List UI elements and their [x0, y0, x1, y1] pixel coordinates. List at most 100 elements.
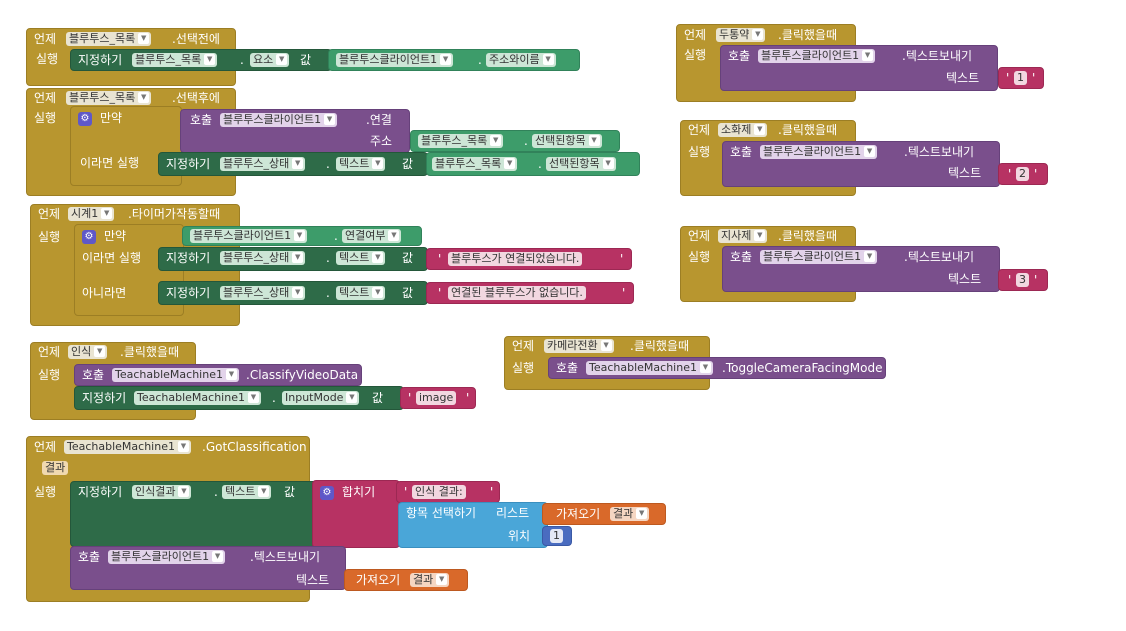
triangle-down-icon: ▼ — [292, 158, 304, 169]
triangle-down-icon: ▼ — [504, 158, 516, 169]
component-dropdown[interactable]: 소화제▼ — [718, 123, 768, 137]
component-dropdown[interactable]: 블루투스클라이언트1▼ — [336, 53, 454, 67]
event-name: .클릭했을때 — [630, 339, 690, 353]
component-dropdown[interactable]: 인식결과▼ — [132, 485, 192, 499]
then-keyword: 이라면 실행 — [82, 251, 142, 265]
call-keyword: 호출 — [730, 250, 753, 264]
dot-label: . — [326, 286, 330, 300]
component-dropdown[interactable]: 두통약▼ — [716, 28, 766, 42]
property-dropdown[interactable]: 연결여부▼ — [342, 229, 402, 243]
to-keyword: 값 — [402, 157, 414, 171]
triangle-down-icon: ▼ — [292, 252, 304, 263]
property-dropdown[interactable]: 텍스트▼ — [336, 157, 386, 171]
component-dropdown[interactable]: 블루투스클라이언트1▼ — [760, 250, 878, 264]
property-dropdown[interactable]: 텍스트▼ — [336, 251, 386, 265]
dot-label: . — [538, 157, 542, 171]
when-keyword: 언제 — [34, 91, 57, 105]
property-dropdown[interactable]: 요소▼ — [250, 53, 290, 67]
component-dropdown[interactable]: 카메라전환▼ — [544, 339, 614, 353]
property-dropdown[interactable]: InputMode▼ — [282, 391, 360, 405]
property-dropdown[interactable]: 선택된항목▼ — [532, 134, 602, 148]
component-dropdown[interactable]: 인식▼ — [68, 345, 108, 359]
property-dropdown[interactable]: 텍스트▼ — [336, 286, 386, 300]
property-dropdown[interactable]: 텍스트▼ — [222, 485, 272, 499]
component-dropdown[interactable]: 블루투스_목록▼ — [66, 32, 152, 46]
component-dropdown[interactable]: 지사제▼ — [718, 229, 768, 243]
gear-icon[interactable]: ⚙ — [82, 230, 96, 244]
triangle-down-icon: ▼ — [225, 369, 237, 380]
when-keyword: 언제 — [684, 28, 707, 42]
triangle-down-icon: ▼ — [247, 392, 259, 403]
event-name: .GotClassification — [202, 440, 307, 454]
when-keyword: 언제 — [688, 229, 711, 243]
event-name: .타이머가작동할때 — [128, 207, 221, 221]
component-dropdown[interactable]: 시계1▼ — [68, 207, 115, 221]
component-dropdown[interactable]: 블루투스_목록▼ — [418, 134, 504, 148]
when-keyword: 언제 — [34, 440, 57, 454]
quote-mark: ' — [1006, 71, 1010, 85]
text-value[interactable]: 인식 결과: — [412, 485, 466, 499]
component-dropdown[interactable]: TeachableMachine1▼ — [64, 440, 191, 454]
method-name: .ToggleCameraFacingMode — [722, 361, 883, 375]
dot-label: . — [326, 251, 330, 265]
triangle-down-icon: ▼ — [177, 441, 189, 452]
text-value[interactable]: 1 — [1014, 71, 1027, 85]
quote-mark: ' — [404, 485, 408, 499]
if-keyword: 만약 — [100, 111, 123, 125]
component-dropdown[interactable]: TeachableMachine1▼ — [134, 391, 261, 405]
component-dropdown[interactable]: 블루투스클라이언트1▼ — [220, 113, 338, 127]
get-keyword: 가져오기 — [556, 507, 601, 521]
variable-dropdown[interactable]: 결과▼ — [610, 507, 650, 521]
gear-icon[interactable]: ⚙ — [320, 486, 334, 500]
component-dropdown[interactable]: 블루투스_상태▼ — [220, 251, 306, 265]
select-list-item-block[interactable] — [398, 502, 548, 548]
component-dropdown[interactable]: 블루투스_상태▼ — [220, 286, 306, 300]
component-dropdown[interactable]: 블루투스_목록▼ — [66, 91, 152, 105]
component-dropdown[interactable]: TeachableMachine1▼ — [586, 361, 713, 375]
dot-label: . — [524, 134, 528, 148]
gear-icon[interactable]: ⚙ — [78, 112, 92, 126]
quote-mark: ' — [622, 286, 626, 300]
text-value[interactable]: 블루투스가 연결되었습니다. — [448, 252, 583, 266]
do-keyword: 실행 — [36, 52, 59, 66]
triangle-down-icon: ▼ — [699, 362, 711, 373]
when-keyword: 언제 — [38, 207, 61, 221]
component-dropdown[interactable]: 블루투스클라이언트1▼ — [760, 145, 878, 159]
text-value[interactable]: 연결된 블루투스가 없습니다. — [448, 286, 586, 300]
triangle-down-icon: ▼ — [752, 29, 764, 40]
property-dropdown[interactable]: 선택된항목▼ — [546, 157, 616, 171]
to-keyword: 값 — [402, 251, 414, 265]
dot-label: . — [240, 53, 244, 67]
list-arg-label: 리스트 — [496, 506, 530, 520]
text-value[interactable]: 2 — [1016, 167, 1029, 181]
text-value[interactable]: image — [416, 391, 457, 405]
component-dropdown[interactable]: 블루투스_목록▼ — [432, 157, 518, 171]
when-keyword: 언제 — [34, 32, 57, 46]
dot-label: . — [334, 229, 338, 243]
component-dropdown[interactable]: 블루투스_목록▼ — [132, 53, 218, 67]
variable-dropdown[interactable]: 결과▼ — [410, 573, 450, 587]
component-dropdown[interactable]: 블루투스클라이언트1▼ — [190, 229, 308, 243]
event-name: .선택후에 — [172, 91, 220, 105]
quote-mark: ' — [1008, 273, 1012, 287]
text-value[interactable]: 3 — [1016, 273, 1029, 287]
triangle-down-icon: ▼ — [600, 340, 612, 351]
event-parameter[interactable]: 결과 — [42, 461, 69, 475]
property-dropdown[interactable]: 주소와이름▼ — [486, 53, 556, 67]
component-dropdown[interactable]: TeachableMachine1▼ — [112, 368, 239, 382]
number-value[interactable]: 1 — [550, 529, 563, 543]
do-keyword: 실행 — [38, 368, 61, 382]
component-dropdown[interactable]: 블루투스클라이언트1▼ — [108, 550, 226, 564]
component-dropdown[interactable]: 블루투스_상태▼ — [220, 157, 306, 171]
index-arg-label: 위치 — [508, 529, 531, 543]
address-arg-label: 주소 — [370, 134, 393, 148]
set-keyword: 지정하기 — [166, 157, 211, 171]
component-dropdown[interactable]: 블루투스클라이언트1▼ — [758, 49, 876, 63]
set-keyword: 지정하기 — [78, 485, 123, 499]
text-arg-label: 텍스트 — [948, 166, 982, 180]
to-keyword: 값 — [372, 391, 384, 405]
triangle-down-icon: ▼ — [754, 124, 766, 135]
do-keyword: 실행 — [684, 48, 707, 62]
when-keyword: 언제 — [688, 123, 711, 137]
call-keyword: 호출 — [82, 368, 105, 382]
